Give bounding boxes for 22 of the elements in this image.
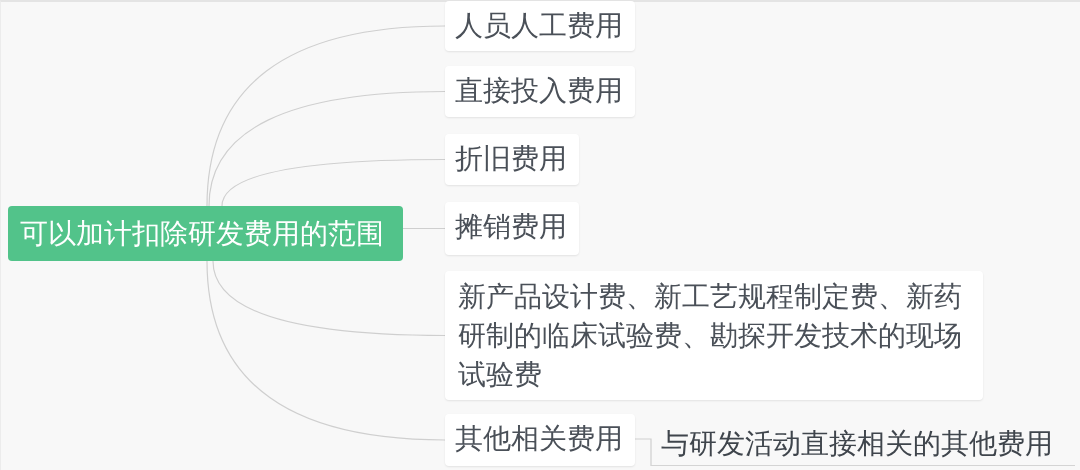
connector-line — [221, 158, 446, 207]
topic-box — [445, 271, 983, 400]
root-topic-text: 可以加计扣除研发费用的范围 — [20, 216, 385, 252]
connector-line — [402, 227, 446, 230]
connector-line — [212, 260, 446, 337]
topic-text: 摊销费用 — [455, 209, 568, 245]
topic-text: 直接投入费用 — [455, 73, 624, 109]
connector-line — [634, 438, 652, 467]
topic-box — [445, 1, 635, 51]
topic-box — [445, 66, 635, 117]
topic-text: 其他相关费用 — [455, 421, 624, 457]
topic-box — [445, 414, 635, 466]
topic-text: 新产品设计费、新工艺规程制定费、新药研制的临床试验费、勘探开发技术的现场试验费 — [458, 279, 963, 393]
subtopic-text: 与研发活动直接相关的其他费用 — [661, 426, 1054, 462]
connector-line — [206, 260, 446, 441]
connector-line — [208, 90, 446, 207]
topic-box — [445, 134, 579, 185]
connector-line — [206, 25, 446, 207]
topic-box — [445, 202, 579, 255]
root-topic-box — [8, 206, 403, 261]
topic-text: 折旧费用 — [455, 141, 568, 177]
topic-text: 人员人工费用 — [455, 8, 624, 44]
